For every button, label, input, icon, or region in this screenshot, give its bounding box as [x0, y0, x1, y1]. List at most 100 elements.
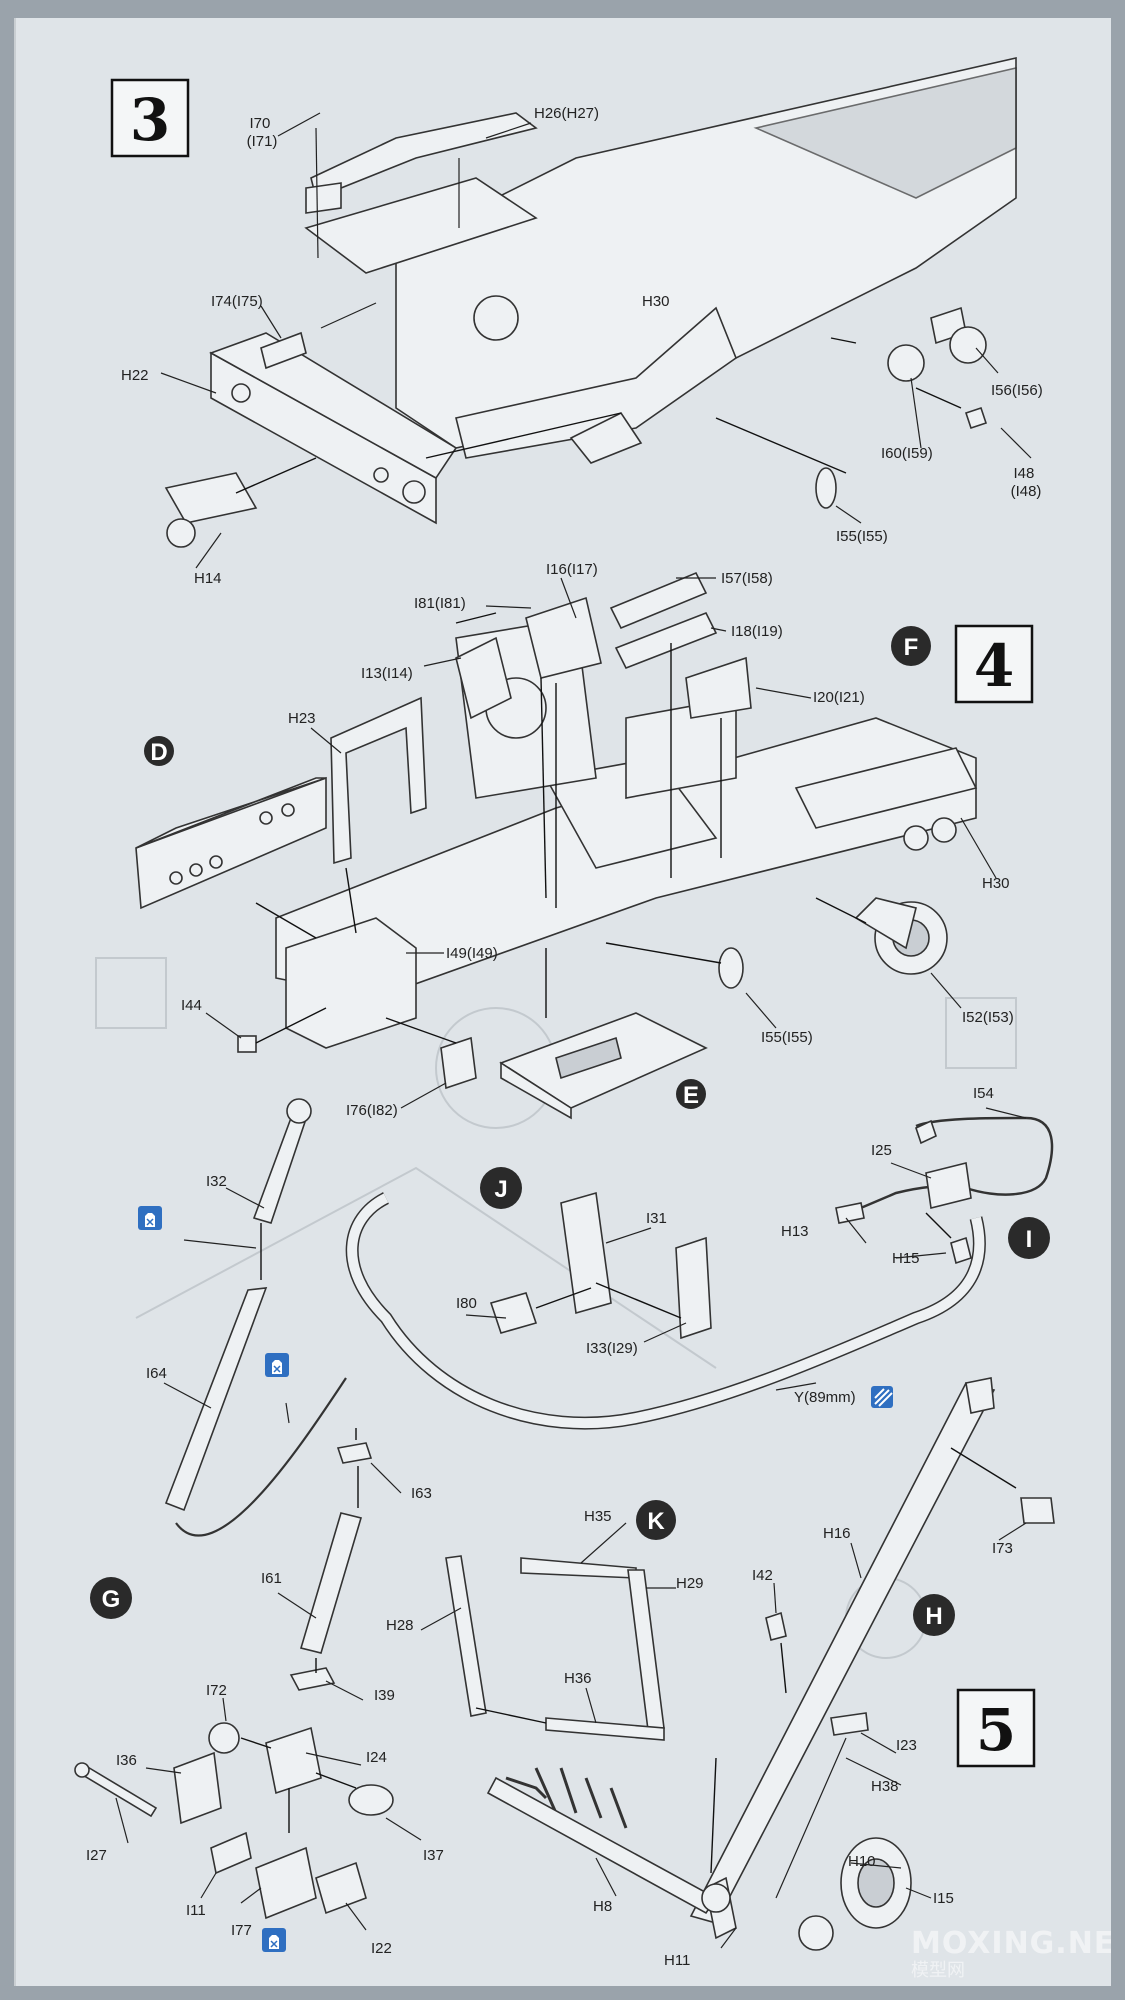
marker-j: J — [480, 1167, 522, 1209]
step-4-box: 4 — [954, 624, 1034, 704]
step-5-labels: I54 I25 H13 H15 I32 I31 I80 I33(I29) Y(8… — [86, 1085, 1013, 1969]
step-3-callout-lines — [160, 112, 1032, 569]
label-i55a: I55(I55) — [836, 528, 888, 545]
label-i39: I39 — [374, 1687, 395, 1704]
label-i52: I52(I53) — [962, 1009, 1014, 1026]
label-h29: H29 — [676, 1575, 704, 1592]
label-i42: I42 — [752, 1567, 773, 1584]
label-i49: I49(I49) — [446, 945, 498, 962]
label-i33: I33(I29) — [586, 1340, 638, 1357]
label-i24: I24 — [366, 1749, 387, 1766]
label-i72: I72 — [206, 1682, 227, 1699]
label-i15: I15 — [933, 1890, 954, 1907]
label-i27: I27 — [86, 1847, 107, 1864]
svg-text:J: J — [494, 1176, 507, 1203]
step-3-drawing — [164, 56, 1017, 548]
label-h30b: H30 — [982, 875, 1010, 892]
label-i23: I23 — [896, 1737, 917, 1754]
label-h23: H23 — [288, 710, 316, 727]
label-i61: I61 — [261, 1570, 282, 1587]
label-i64: I64 — [146, 1365, 167, 1382]
step-4-number: 4 — [974, 632, 1014, 700]
svg-text:I: I — [1026, 1226, 1033, 1253]
label-i44: I44 — [181, 997, 202, 1014]
marker-h: H — [913, 1594, 955, 1636]
marker-g: G — [90, 1577, 132, 1619]
label-h30a: H30 — [642, 293, 670, 310]
cement-bottle-icon — [262, 1928, 286, 1952]
label-i73: I73 — [992, 1540, 1013, 1557]
label-y89: Y(89mm) — [794, 1389, 856, 1406]
marker-i: I — [1008, 1217, 1050, 1259]
label-i80: I80 — [456, 1295, 477, 1312]
label-i25: I25 — [871, 1142, 892, 1159]
label-i20: I20(I21) — [813, 689, 865, 706]
label-i32: I32 — [206, 1173, 227, 1190]
label-i74: I74(I75) — [211, 293, 263, 310]
label-i55b: I55(I55) — [761, 1029, 813, 1046]
label-h16: H16 — [823, 1525, 851, 1542]
watermark-brand: MOXING.NET — [911, 1926, 1111, 1961]
label-i60: I60(I59) — [881, 445, 933, 462]
label-h35: H35 — [584, 1508, 612, 1525]
label-h36: H36 — [564, 1670, 592, 1687]
label-i56: I56(I56) — [991, 382, 1043, 399]
svg-text:D: D — [150, 739, 167, 766]
step-4-drawing — [135, 571, 978, 1120]
svg-text:E: E — [683, 1082, 699, 1109]
label-h10: H10 — [848, 1853, 876, 1870]
label-h38: H38 — [871, 1778, 899, 1795]
label-h8: H8 — [593, 1898, 612, 1915]
watermark-sub: 模型网 — [911, 1960, 965, 1981]
label-i57: I57(I58) — [721, 570, 773, 587]
label-h14: H14 — [194, 570, 222, 587]
step-3-labels: I70 (I71) H26(H27) I74(I75) H22 H30 H14 … — [121, 105, 1043, 587]
instruction-drawing: 3 — [74, 56, 1111, 1981]
step-5-box: 5 — [956, 1688, 1036, 1768]
step-5-drawing — [74, 1098, 1055, 1951]
marker-k: K — [636, 1500, 676, 1540]
label-i77: I77 — [231, 1922, 252, 1939]
label-h26: H26(H27) — [534, 105, 599, 122]
cement-bottle-icon — [138, 1206, 162, 1230]
marker-d: D — [144, 736, 174, 766]
step-3-box: 3 — [110, 78, 190, 158]
label-i70-l1: I70 — [249, 115, 270, 132]
label-i54: I54 — [973, 1085, 994, 1102]
paint-strip-icon — [871, 1386, 893, 1408]
label-i31: I31 — [646, 1210, 667, 1227]
svg-text:G: G — [102, 1586, 121, 1613]
label-h11: H11 — [664, 1952, 690, 1969]
label-h15: H15 — [892, 1250, 920, 1267]
svg-text:H: H — [925, 1603, 942, 1630]
label-i18: I18(I19) — [731, 623, 783, 640]
label-i11: I11 — [186, 1902, 206, 1919]
subassembly-markers: D E F G H I J K — [90, 626, 1050, 1636]
marker-f: F — [891, 626, 931, 666]
marker-e: E — [676, 1079, 706, 1109]
label-h22: H22 — [121, 367, 149, 384]
label-i13: I13(I14) — [361, 665, 413, 682]
label-i81: I81(I81) — [414, 595, 466, 612]
label-h13: H13 — [781, 1223, 809, 1240]
step-3-number: 3 — [130, 86, 170, 154]
label-i48: I48 (I48) — [1011, 465, 1042, 500]
label-i37: I37 — [423, 1847, 444, 1864]
instruction-sheet: 3 — [14, 18, 1111, 1986]
step-5-number: 5 — [976, 1696, 1016, 1764]
cement-bottle-icon — [265, 1353, 289, 1377]
label-i63: I63 — [411, 1485, 432, 1502]
watermark: MOXING.NET 模型网 — [911, 1926, 1111, 1981]
label-i22: I22 — [371, 1940, 392, 1957]
svg-text:K: K — [647, 1508, 665, 1535]
label-i16: I16(I17) — [546, 561, 598, 578]
label-i70: I70 (I71) — [247, 115, 278, 150]
label-i36: I36 — [116, 1752, 137, 1769]
step-5-callout-lines — [115, 1107, 1027, 1949]
step-4-callout-lines — [205, 577, 997, 1109]
svg-text:F: F — [904, 634, 919, 661]
label-i70-l2: (I71) — [247, 133, 278, 150]
step-4-labels: I16(I17) I57(I58) I81(I81) I18(I19) I13(… — [181, 561, 1014, 1119]
label-h28: H28 — [386, 1617, 414, 1634]
label-i76: I76(I82) — [346, 1102, 398, 1119]
